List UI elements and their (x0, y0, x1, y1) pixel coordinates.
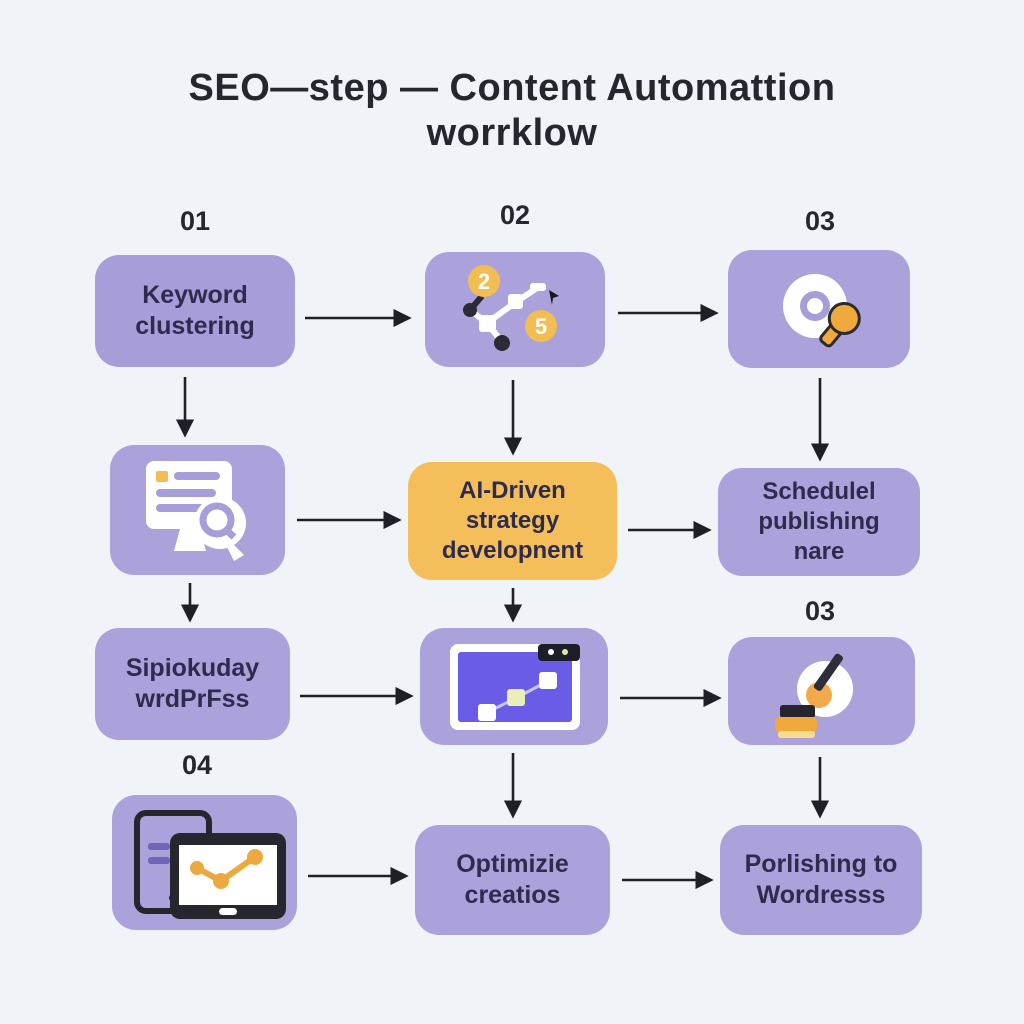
node-disc-search (728, 250, 910, 368)
step-label-02: 02 (499, 200, 531, 230)
node-optimizie-label: Optimizie creatios (456, 849, 569, 909)
disc-search-icon (783, 274, 861, 348)
page-title: SEO—step — Content Automattion worrklow (188, 67, 836, 154)
node-porlishing: Porlishing to Wordresss (720, 825, 922, 935)
devices-analytics-icon (134, 810, 286, 919)
node-sipiokuday: Sipiokuday wrdPrFss (95, 628, 290, 740)
node-cluster-diagram: 2 5 (425, 252, 605, 367)
browser-growth-chart-icon (450, 644, 580, 730)
node-ai-strategy: AI-Driven strategy developnent (408, 462, 617, 580)
document-search-icon (146, 461, 246, 561)
step-label-01: 01 (179, 206, 211, 236)
node-paint-tool (728, 637, 915, 745)
node-doc-audit (110, 445, 285, 575)
node-browser-chart (420, 628, 608, 745)
node-keyword-clustering-label: Keyword clustering (135, 280, 255, 340)
network-cluster-icon: 2 5 (463, 265, 559, 351)
node-devices-analytics (112, 795, 297, 930)
node-ai-strategy-label: AI-Driven strategy developnent (441, 477, 584, 564)
node-porlishing-label: Porlishing to Wordresss (744, 849, 898, 909)
cluster-badge-2: 2 (478, 269, 490, 294)
node-sipiokuday-label: Sipiokuday wrdPrFss (125, 653, 260, 713)
paint-brush-icon (775, 653, 853, 738)
cluster-badge-5: 5 (535, 314, 547, 339)
step-label-03b: 03 (804, 596, 836, 626)
node-scheduled-publishing: Schedulel publishing nare (718, 468, 920, 576)
step-label-03: 03 (804, 206, 836, 236)
node-optimizie: Optimizie creatios (415, 825, 610, 935)
node-scheduled-publishing-label: Schedulel publishing nare (758, 478, 880, 565)
step-label-04: 04 (181, 750, 213, 780)
node-keyword-clustering: Keyword clustering (95, 255, 295, 367)
